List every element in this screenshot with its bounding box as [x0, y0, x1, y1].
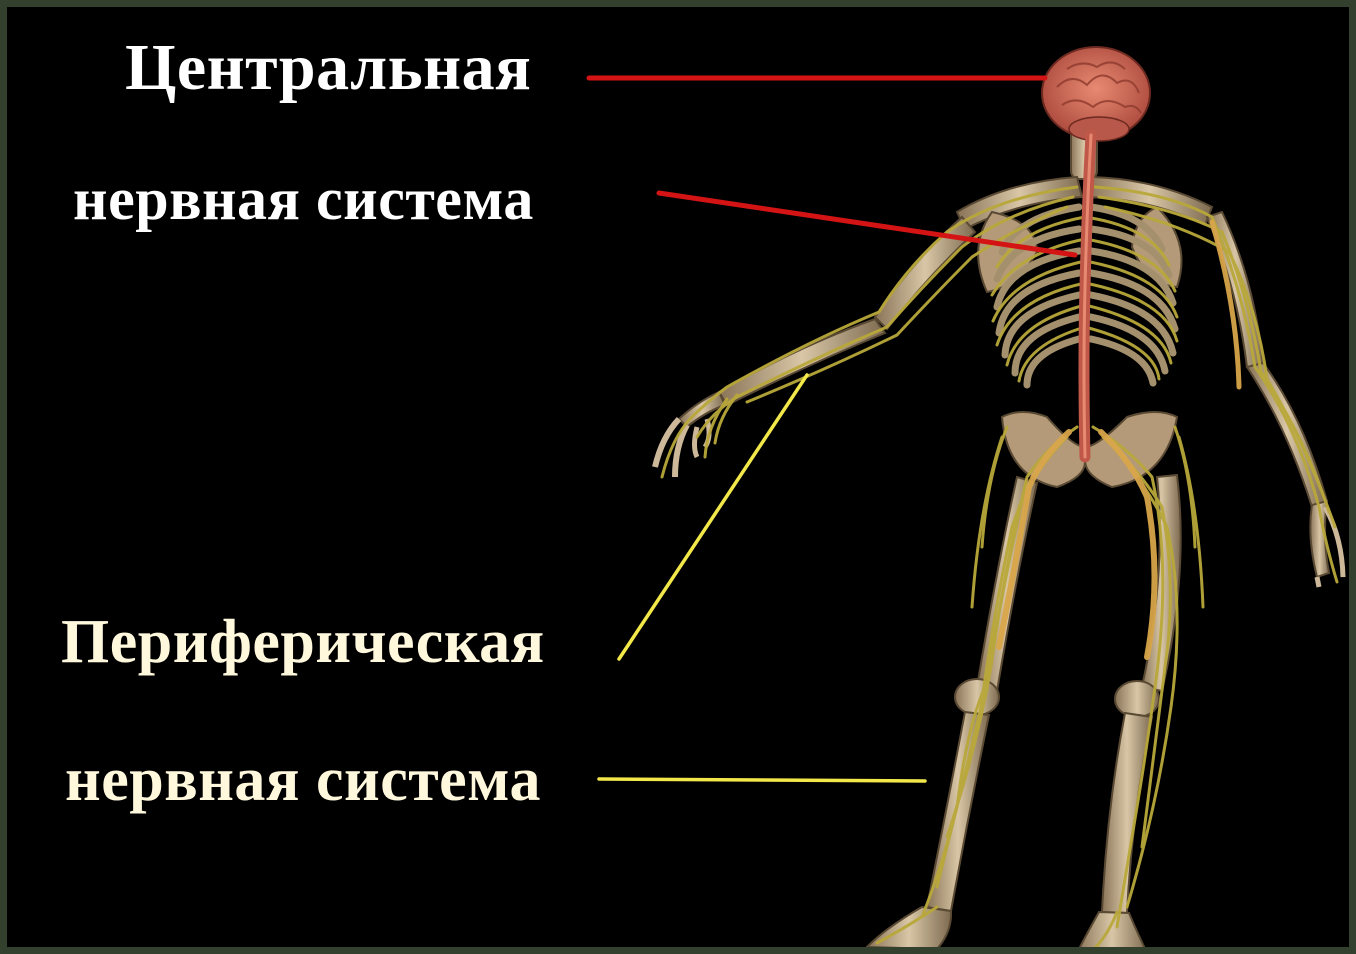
- pointer-lines: [589, 78, 1075, 781]
- central-nervous-system-label-line1: Центральная: [125, 35, 531, 101]
- peripheral-nervous-system-label-line2: нервная система: [65, 749, 541, 811]
- peripheral-pointer-leg: [599, 779, 925, 781]
- central-nervous-system-label-line2: нервная система: [73, 169, 534, 229]
- peripheral-nervous-system-label-line1: Периферическая: [61, 611, 545, 673]
